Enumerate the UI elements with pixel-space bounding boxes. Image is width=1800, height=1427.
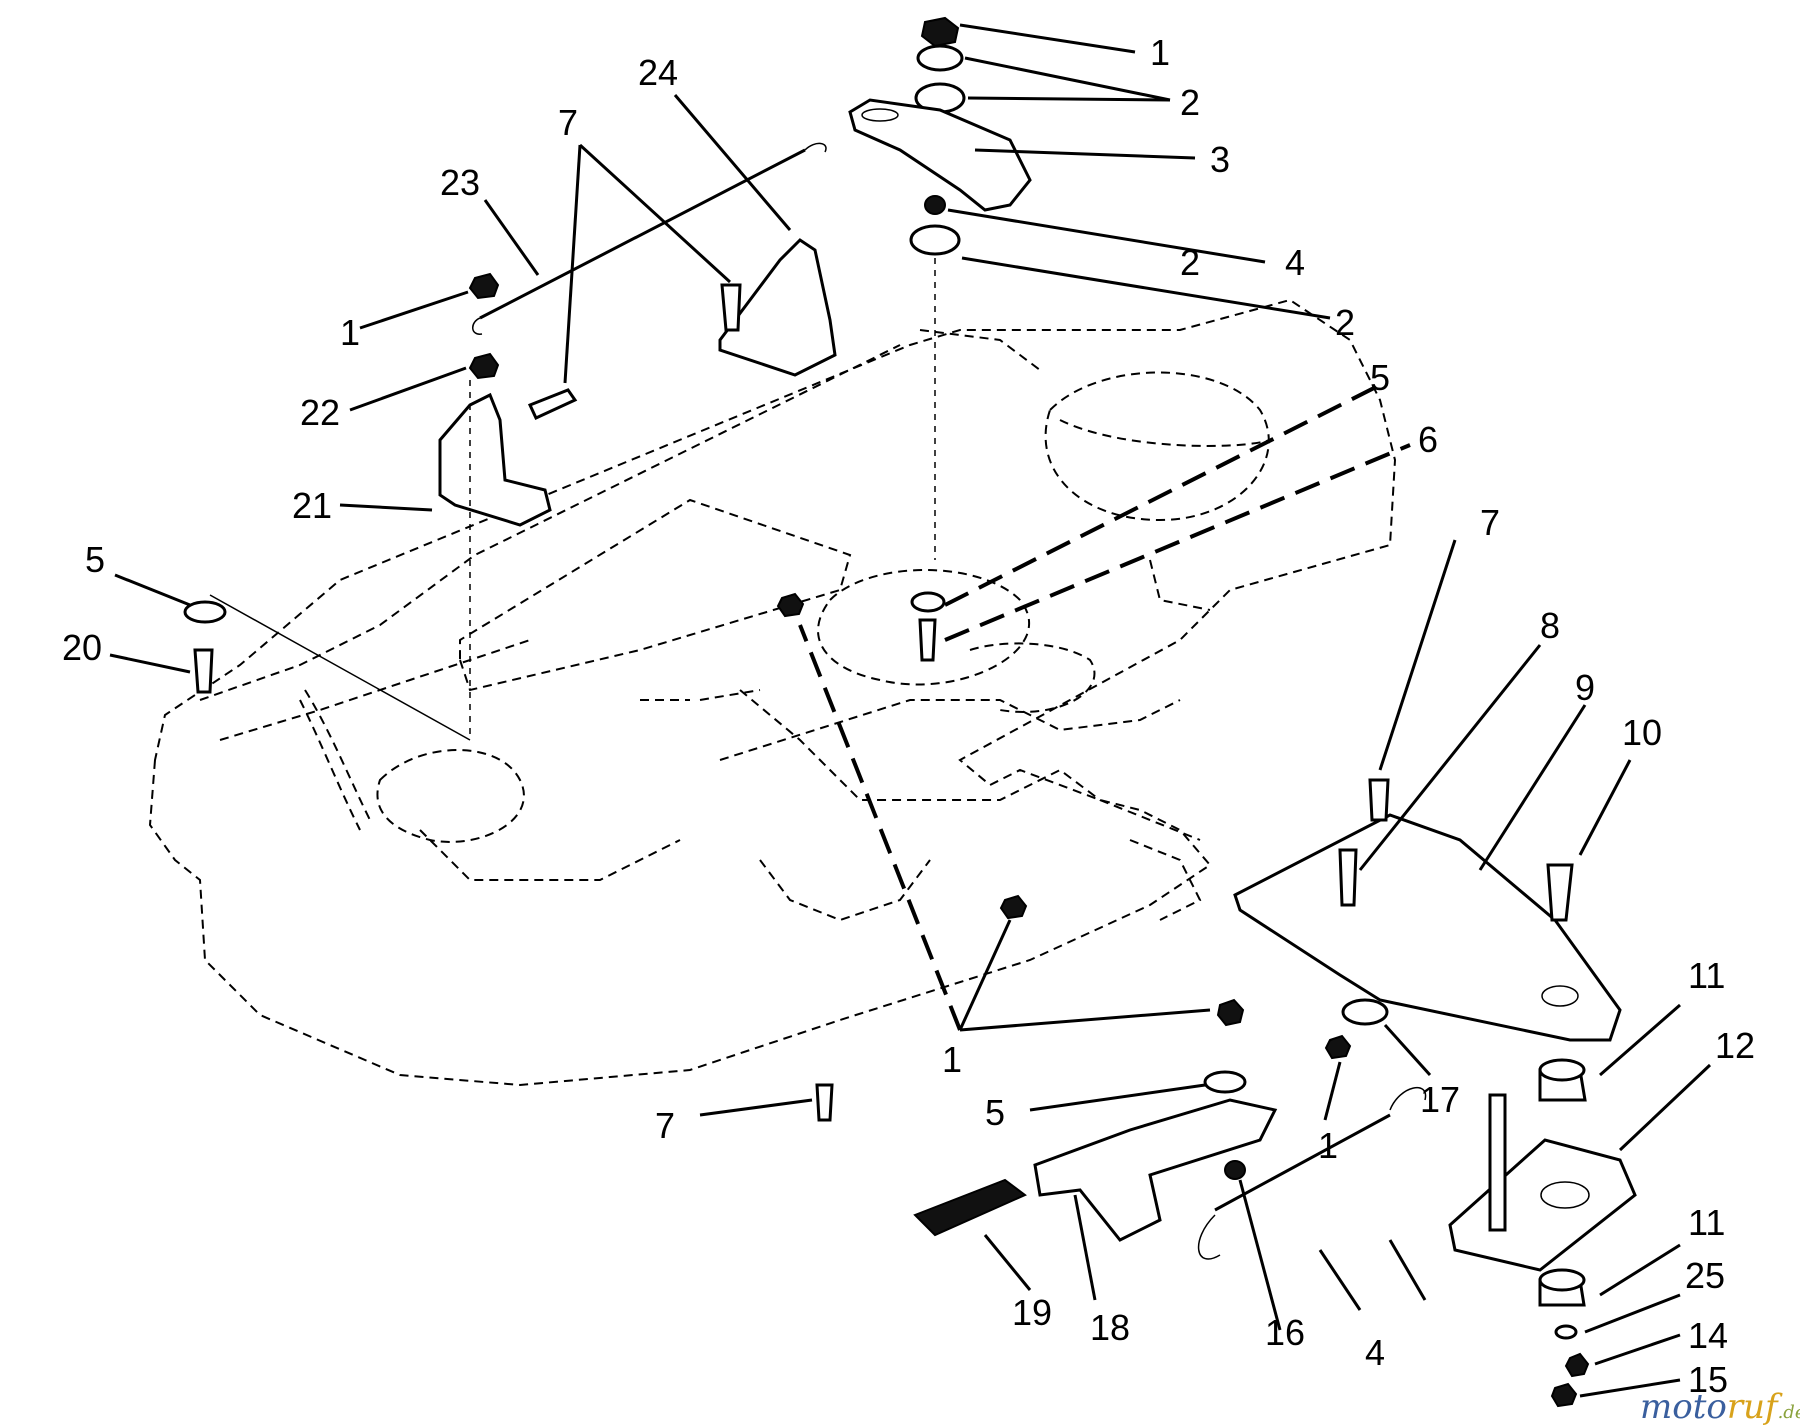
watermark-part-b: ruf xyxy=(1727,1387,1783,1427)
watermark-logo: motoruf.de xyxy=(1640,1387,1800,1427)
callout-label: 9 xyxy=(1575,667,1595,708)
nut-15 xyxy=(1550,1382,1578,1408)
callout-label: 3 xyxy=(1210,139,1230,180)
washer-2-lower xyxy=(909,224,961,256)
locknut-1-lower xyxy=(999,894,1028,920)
deck-hardware xyxy=(183,16,1637,1408)
callout-label: 2 xyxy=(1180,82,1200,123)
callout-label: 7 xyxy=(558,102,578,143)
callout-label: 8 xyxy=(1540,605,1560,646)
callout-label: 16 xyxy=(1265,1312,1305,1353)
callout-label: 1 xyxy=(1150,32,1170,73)
callout-label: 10 xyxy=(1622,712,1662,753)
shaft xyxy=(1488,1093,1507,1232)
callout-label: 7 xyxy=(655,1105,675,1146)
callout-label: 2 xyxy=(1180,242,1200,283)
washer-5-center xyxy=(910,591,946,613)
callout-label: 18 xyxy=(1090,1307,1130,1348)
callout-label: 1 xyxy=(942,1039,962,1080)
plate-9 xyxy=(1233,813,1622,1042)
spring-23 xyxy=(479,148,806,320)
callout-label: 21 xyxy=(292,485,332,526)
callout-label: 25 xyxy=(1685,1255,1725,1296)
washer-2-upper xyxy=(916,44,964,72)
washer-5-pedal xyxy=(1203,1070,1247,1094)
callout-label: 1 xyxy=(1318,1125,1338,1166)
callout-label: 6 xyxy=(1418,419,1438,460)
washer-5-left xyxy=(183,600,227,624)
washer-17 xyxy=(1341,998,1389,1026)
clip-25 xyxy=(1554,1324,1578,1340)
callout-label: 20 xyxy=(62,627,102,668)
locknut-1-pedal xyxy=(1216,998,1245,1027)
nut-22 xyxy=(468,352,500,380)
callout-label: 11 xyxy=(1688,955,1725,996)
bolt-7-pedal xyxy=(815,1083,834,1122)
bracket-24 xyxy=(718,238,837,377)
svg-text:motoruf.de: motoruf.de xyxy=(1640,1387,1800,1427)
callout-label: 23 xyxy=(440,162,480,203)
bolt-7-plate xyxy=(1368,778,1390,822)
bracket-21 xyxy=(438,392,552,527)
bolt-7-side xyxy=(527,388,578,420)
callout-label: 5 xyxy=(1370,357,1390,398)
locknut-1-plate xyxy=(1324,1034,1352,1060)
callout-label: 7 xyxy=(1480,502,1500,543)
idler-arm-3 xyxy=(848,98,1032,212)
locknut-1-top xyxy=(920,16,960,48)
nut-4-top xyxy=(924,195,946,215)
bolt-6 xyxy=(918,618,937,662)
mower-deck-outline xyxy=(148,298,1397,1087)
watermark-part-c: .de xyxy=(1778,1402,1800,1423)
callout-label: 14 xyxy=(1688,1315,1728,1356)
screw-14 xyxy=(1564,1352,1590,1378)
bolt-10 xyxy=(1546,863,1574,922)
locknut-1-left xyxy=(468,272,500,300)
callout-label: 22 xyxy=(300,392,340,433)
callout-label: 4 xyxy=(1365,1332,1385,1373)
callout-label: 2 xyxy=(1335,302,1355,343)
nut-4-pedal xyxy=(1224,1160,1246,1180)
bracket-12 xyxy=(1448,1138,1637,1272)
callout-label: 11 xyxy=(1688,1202,1725,1243)
bolt-7-bracket xyxy=(720,283,742,332)
callout-label: 12 xyxy=(1715,1025,1755,1066)
bolt-8 xyxy=(1338,848,1358,907)
callout-label: 17 xyxy=(1420,1079,1460,1120)
callout-label: 5 xyxy=(85,539,105,580)
callout-label: 15 xyxy=(1688,1359,1728,1400)
pedal-pad-19 xyxy=(913,1178,1027,1237)
callout-label: 1 xyxy=(340,312,360,353)
locknut-1-center xyxy=(776,592,805,618)
leader-lines xyxy=(109,23,1712,1398)
bolt-20 xyxy=(193,648,214,694)
pedal-arm-18 xyxy=(1033,1098,1278,1242)
callout-label: 24 xyxy=(638,52,678,93)
callout-labels: 1 2 2 3 4 2 5 6 24 7 23 1 22 21 5 20 7 8… xyxy=(62,32,1755,1400)
watermark-part-a: moto xyxy=(1640,1387,1727,1427)
callout-label: 5 xyxy=(985,1092,1005,1133)
callout-label: 19 xyxy=(1012,1292,1052,1333)
callout-label: 4 xyxy=(1285,242,1305,283)
